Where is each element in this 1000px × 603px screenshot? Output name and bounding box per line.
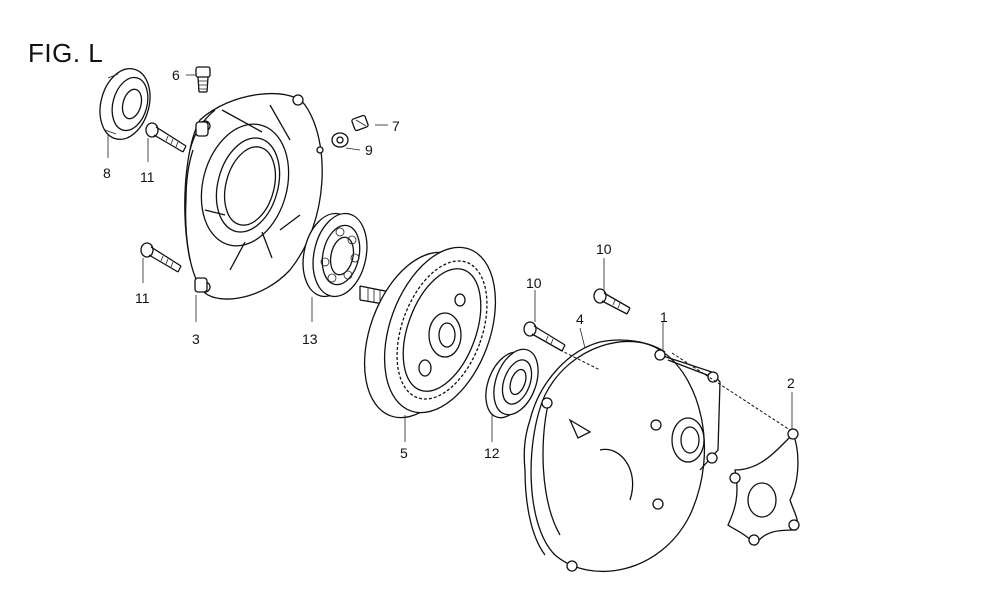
callout-2: 2 <box>787 375 795 391</box>
breather-plug-part[interactable] <box>195 66 211 93</box>
callout-11-upper: 11 <box>140 169 155 185</box>
ball-bearing-12-part[interactable] <box>478 343 547 424</box>
callout-13: 13 <box>302 331 318 347</box>
ball-bearing-13-part[interactable] <box>296 209 374 302</box>
flange-bolt-10-right[interactable] <box>593 288 631 315</box>
bearing-housing-cover-part[interactable] <box>184 92 324 300</box>
callout-11-lower: 11 <box>135 290 150 306</box>
leader-lines <box>107 74 793 442</box>
callout-9: 9 <box>365 142 373 158</box>
flange-bolt-10-left[interactable] <box>523 321 566 352</box>
callout-4: 4 <box>576 311 584 327</box>
plug-bolt-part[interactable] <box>351 114 369 132</box>
gear-case-cover-part[interactable] <box>523 339 721 573</box>
oil-seal-part[interactable] <box>93 63 158 145</box>
callout-8: 8 <box>103 165 111 181</box>
callout-7: 7 <box>392 118 400 134</box>
callout-12: 12 <box>484 445 500 461</box>
callout-6: 6 <box>172 67 180 83</box>
gasket-part[interactable] <box>727 428 800 547</box>
flange-bolt-upper[interactable] <box>145 122 187 153</box>
ring-gear-shaft-part[interactable] <box>344 232 517 433</box>
figure-title: FIG. L <box>28 38 104 68</box>
callout-1: 1 <box>660 309 668 325</box>
sealing-washer-part[interactable] <box>331 132 349 148</box>
callout-10-right: 10 <box>596 241 612 257</box>
callout-10-left: 10 <box>526 275 542 291</box>
flange-bolt-lower[interactable] <box>140 242 182 273</box>
callout-5: 5 <box>400 445 408 461</box>
callout-3: 3 <box>192 331 200 347</box>
